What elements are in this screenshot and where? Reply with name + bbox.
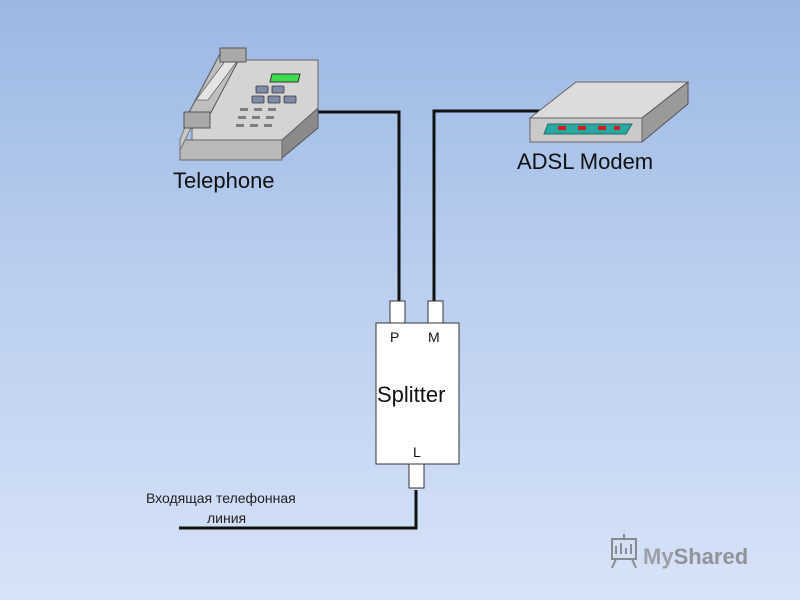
wires: [179, 109, 541, 530]
watermark-brand: MyShared: [643, 544, 748, 569]
incoming-line-wire: [179, 490, 418, 530]
myshared-watermark: MyShared: [611, 534, 748, 569]
incoming-line-label-line2: линия: [207, 510, 246, 526]
watermark-brand-suffix: Shared: [674, 544, 749, 569]
adsl-modem-label: ADSL Modem: [517, 149, 653, 174]
presentation-board-icon: [611, 534, 637, 569]
incoming-line-label-line1: Входящая телефонная: [146, 490, 296, 506]
watermark-brand-prefix: My: [643, 544, 674, 569]
splitter-port-l-connector: [408, 463, 425, 489]
modem-wire: [432, 109, 541, 302]
telephone-wire: [317, 110, 401, 302]
splitter-body: [375, 322, 460, 465]
splitter-port-m-label: M: [428, 329, 440, 345]
adsl-modem-icon: [528, 80, 690, 144]
splitter-port-m-connector: [427, 300, 444, 324]
splitter-label: Splitter: [377, 382, 445, 407]
splitter-port-l-label: L: [413, 444, 421, 460]
splitter: P M Splitter L: [375, 300, 460, 489]
splitter-port-p-label: P: [390, 329, 399, 345]
splitter-port-p-connector: [389, 300, 406, 324]
telephone-icon: [179, 47, 319, 161]
telephone-label: Telephone: [173, 168, 275, 193]
